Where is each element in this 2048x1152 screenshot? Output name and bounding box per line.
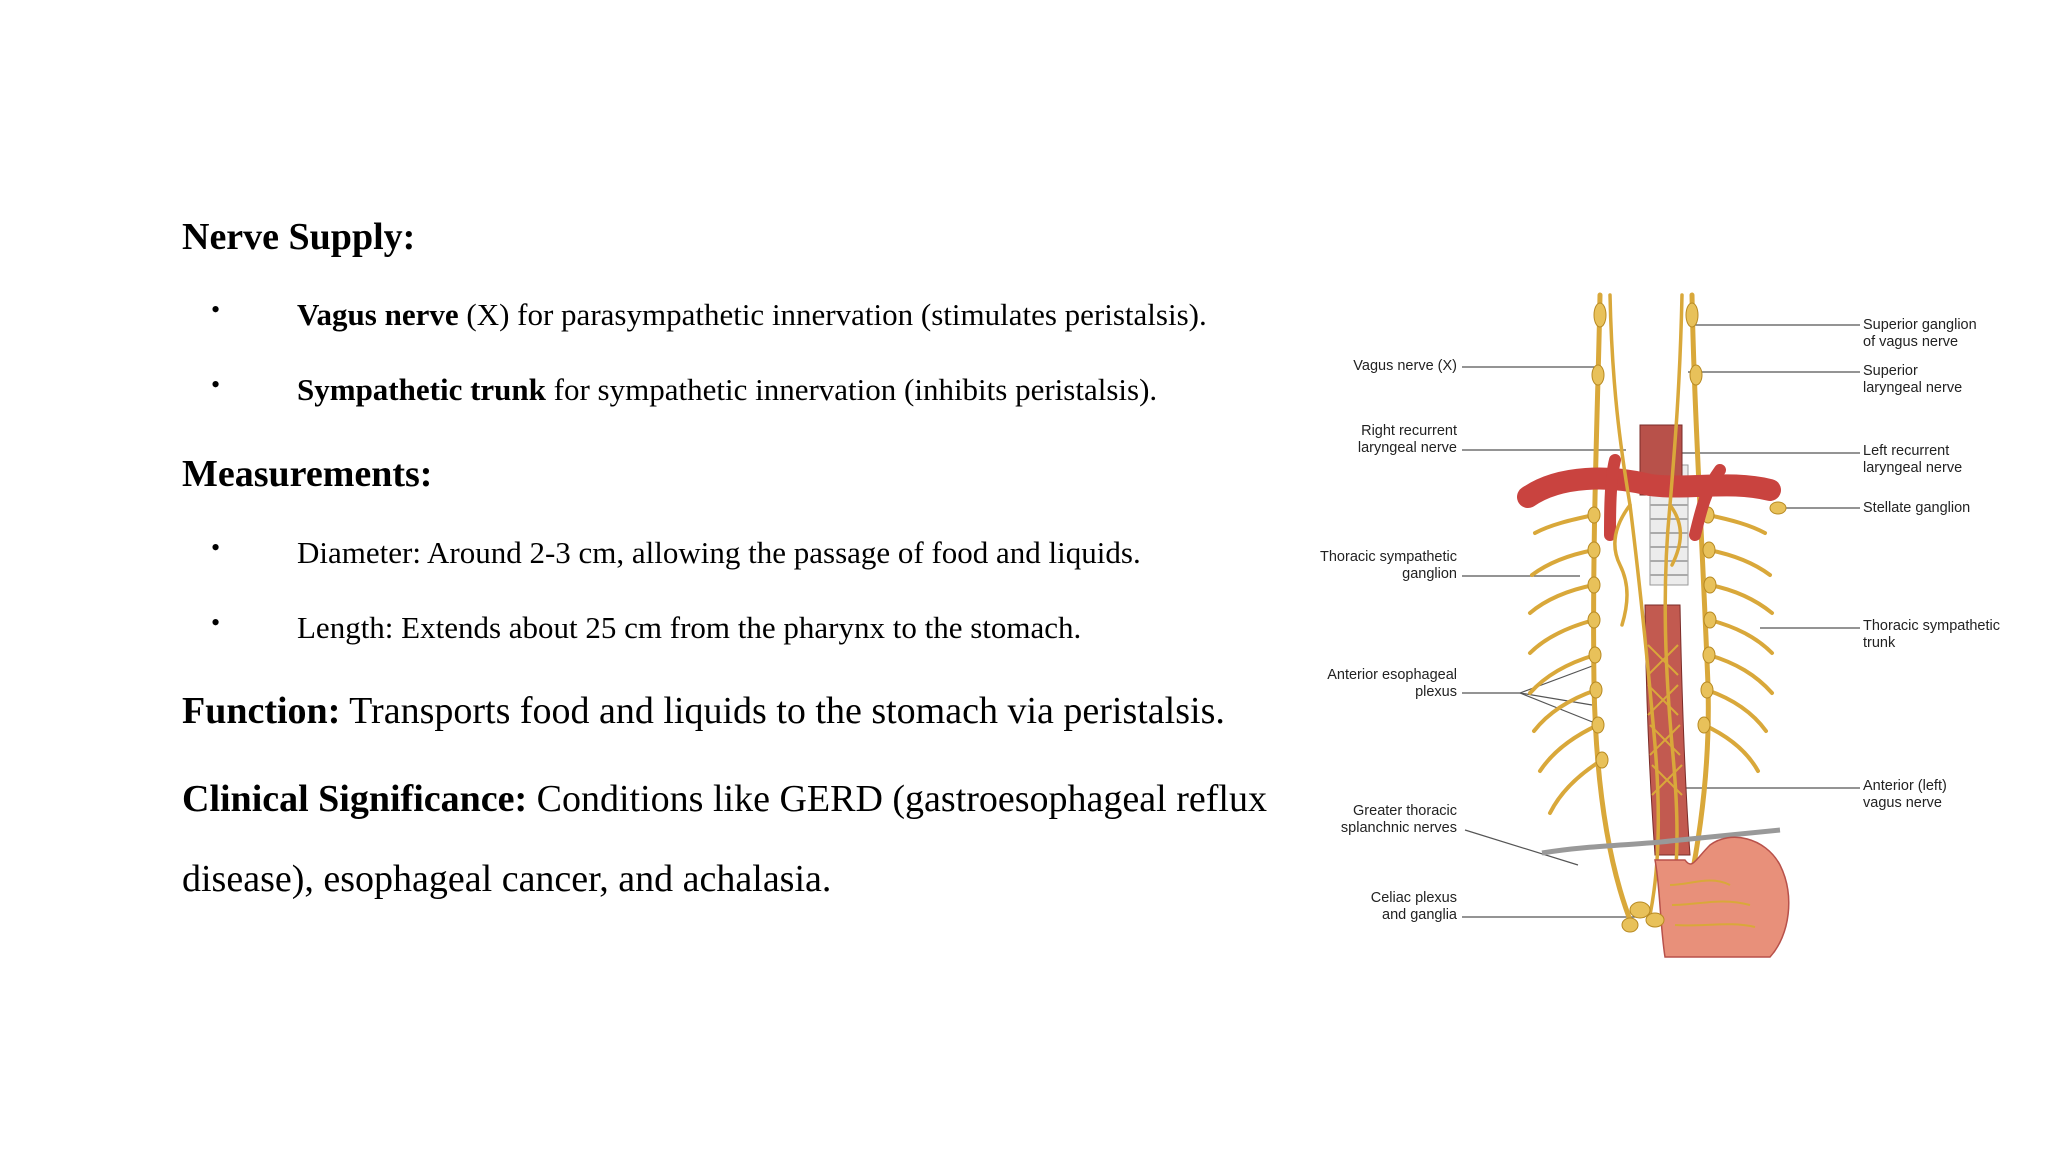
clinical-paragraph-line1: Clinical Significance: Conditions like G… <box>182 780 1267 818</box>
label-line: plexus <box>1415 684 1457 700</box>
label-line: ganglion <box>1402 566 1457 582</box>
label-line: Superior <box>1863 363 1918 379</box>
label-line: Anterior (left) <box>1863 778 1947 794</box>
label-thoracic-trunk: Thoracic sympathetic trunk <box>1863 618 2000 652</box>
bullet-icon: • <box>211 370 221 399</box>
list-item-text: Diameter: Around 2-3 cm, allowing the pa… <box>297 535 1141 570</box>
label-line: laryngeal nerve <box>1863 460 1963 476</box>
list-item-text: Length: Extends about 25 cm from the pha… <box>297 610 1082 645</box>
list-item-text: Sympathetic trunk for sympathetic innerv… <box>297 374 1157 405</box>
label-thoracic-ganglion: Thoracic sympathetic ganglion <box>1257 549 1457 583</box>
label-superior-laryngeal: Superior laryngeal nerve <box>1863 363 1962 397</box>
clinical-paragraph-line2: disease), esophageal cancer, and achalas… <box>182 858 832 900</box>
label-line: Superior ganglion <box>1863 317 1977 333</box>
bullet-icon: • <box>211 608 221 637</box>
label-line: Right recurrent <box>1361 423 1457 439</box>
intercostal-branches <box>1528 513 1774 815</box>
label-vagus-nerve: Vagus nerve (X) <box>1353 358 1457 374</box>
list-item-text: Vagus nerve (X) for parasympathetic inne… <box>297 299 1207 330</box>
anatomy-illustration <box>1462 292 1860 958</box>
list-item-bold: Vagus nerve <box>297 297 459 332</box>
label-line: splanchnic nerves <box>1340 820 1457 836</box>
label-right-recurrent: Right recurrent laryngeal nerve <box>1257 423 1457 457</box>
label-line: laryngeal nerve <box>1863 380 1963 396</box>
esophageal-plexus <box>1647 644 1683 796</box>
label-line: Celiac plexus <box>1370 890 1457 906</box>
label-line: trunk <box>1863 635 1896 651</box>
clinical-label: Clinical Significance: <box>182 778 528 820</box>
label-line: laryngeal nerve <box>1357 440 1457 456</box>
list-item-rest: (X) for parasympathetic innervation (sti… <box>458 297 1207 332</box>
label-left-recurrent: Left recurrent laryngeal nerve <box>1863 443 1962 477</box>
label-stellate-ganglion: Stellate ganglion <box>1863 500 1971 516</box>
label-anterior-vagus: Anterior (left) vagus nerve <box>1863 778 1947 812</box>
label-line: and ganglia <box>1382 907 1457 923</box>
vagus-nerves <box>1608 293 1684 917</box>
nerve-supply-heading: Nerve Supply: <box>182 216 416 258</box>
label-greater-splanchnic: Greater thoracic splanchnic nerves <box>1257 803 1457 837</box>
label-superior-ganglion: Superior ganglion of vagus nerve <box>1863 317 1977 351</box>
clinical-text-1: Conditions like GERD (gastroesophageal r… <box>527 778 1267 820</box>
bullet-icon: • <box>211 533 221 562</box>
label-line: of vagus nerve <box>1863 334 1959 350</box>
label-line: Greater thoracic <box>1353 803 1457 819</box>
label-line: Thoracic sympathetic <box>1320 549 1457 565</box>
celiac-ganglia <box>1621 901 1665 933</box>
stomach-nerve-branches <box>1669 879 1756 928</box>
function-text: Transports food and liquids to the stoma… <box>340 690 1225 732</box>
bullet-icon: • <box>211 295 221 324</box>
label-line: Left recurrent <box>1863 443 1950 459</box>
label-celiac: Celiac plexus and ganglia <box>1257 890 1457 924</box>
aortic-arch <box>1517 454 1781 541</box>
label-line: vagus nerve <box>1863 795 1942 811</box>
list-item-rest: for sympathetic innervation (inhibits pe… <box>545 372 1158 407</box>
function-paragraph: Function: Transports food and liquids to… <box>182 692 1225 730</box>
label-line: Thoracic sympathetic <box>1863 618 2000 634</box>
list-item-bold: Sympathetic trunk <box>297 372 546 407</box>
label-line: Anterior esophageal <box>1327 667 1457 683</box>
stomach <box>1654 836 1790 958</box>
esophagus-nerve-diagram: Vagus nerve (X) Right recurrent laryngea… <box>1310 285 2010 975</box>
measurements-heading: Measurements: <box>182 453 433 495</box>
diaphragm <box>1541 827 1781 856</box>
sympathetic-ganglia <box>1587 302 1787 769</box>
label-anterior-plexus: Anterior esophageal plexus <box>1257 667 1457 701</box>
function-label: Function: <box>182 690 341 732</box>
